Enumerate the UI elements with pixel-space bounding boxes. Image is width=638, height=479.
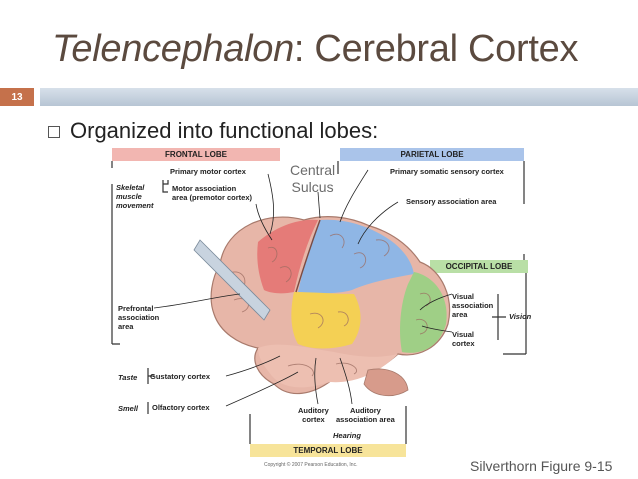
prefrontal-label: Prefrontal association area [118, 304, 159, 331]
visual-assoc-label: Visual association area [452, 292, 493, 319]
parietal-header-bg [340, 148, 524, 161]
auditory-cortex-label: Auditory cortex [298, 406, 329, 424]
central-sulcus-label: Central Sulcus [290, 162, 335, 196]
slide-title-italic: Telencephalon [52, 28, 294, 70]
visual-assoc-line-1: Visual [452, 292, 474, 301]
skeletal-bracket [162, 180, 169, 193]
central-sulcus-line-1: Central [290, 162, 336, 178]
bullet-text: Organized into functional lobes: [70, 118, 379, 143]
parietal-lobe-header: PARIETAL LOBE [400, 150, 464, 159]
auditory-assoc-label: Auditory association area [336, 406, 395, 424]
prefrontal-line-1: Prefrontal [118, 304, 154, 313]
brain-illustration [193, 216, 451, 397]
primary-motor-label: Primary motor cortex [170, 167, 246, 176]
hearing-label: Hearing [333, 431, 361, 440]
occipital-lobe-header: OCCIPITAL LOBE [445, 262, 513, 271]
visual-cortex-line-2: cortex [452, 339, 475, 348]
vision-label: Vision [509, 312, 532, 321]
prefrontal-line-2: association [118, 313, 160, 322]
skeletal-line-1: Skeletal [116, 183, 145, 192]
taste-label: Taste [118, 373, 138, 382]
prefrontal-line-3: area [118, 322, 134, 331]
visual-assoc-line-2: association [452, 301, 494, 310]
skeletal-line-3: movement [116, 201, 154, 210]
auditory-assoc-line-1: Auditory [349, 406, 381, 415]
visual-cortex-line-1: Visual [452, 330, 474, 339]
temporal-header-bg [250, 444, 406, 457]
vision-bracket [492, 294, 506, 340]
copyright-text: Copyright © 2007 Pearson Education, Inc. [264, 462, 358, 468]
visual-assoc-line-3: area [452, 310, 468, 319]
auditory-cortex-line-2: cortex [302, 415, 325, 424]
motor-assoc-line-1: Motor association [172, 184, 237, 193]
motor-assoc-label: Motor association area (premotor cortex) [172, 184, 252, 202]
figure-credit: Silverthorn Figure 9-15 [470, 458, 613, 474]
sensory-assoc-label: Sensory association area [406, 197, 497, 206]
slide-number: 13 [0, 88, 34, 106]
brain-figure [111, 148, 528, 457]
visual-cortex-label: Visual cortex [452, 330, 475, 348]
auditory-cortex-line-1: Auditory [298, 406, 329, 415]
central-sulcus-line-2: Sulcus [291, 179, 334, 195]
slide-title-rest: : Cerebral Cortex [293, 28, 579, 70]
slide-title: Telencephalon: Cerebral Cortex [52, 28, 578, 71]
auditory-assoc-line-2: association area [336, 415, 395, 424]
olfactory-label: Olfactory cortex [152, 403, 210, 412]
title-rule [40, 88, 638, 106]
skeletal-line-2: muscle [116, 192, 142, 201]
occipital-header-bg [430, 260, 528, 273]
frontal-lobe-header: FRONTAL LOBE [165, 150, 227, 159]
frontal-bracket [111, 161, 120, 345]
occipital-bracket [503, 273, 527, 355]
temporal-lobe-header: TEMPORAL LOBE [293, 446, 363, 455]
frontal-header-bg [112, 148, 280, 161]
skeletal-label: Skeletal muscle movement [116, 183, 154, 210]
taste-bracket [147, 368, 154, 384]
motor-assoc-line-2: area (premotor cortex) [172, 193, 253, 202]
temporal-bracket [249, 406, 407, 444]
bullet-square-icon [48, 126, 60, 138]
smell-label: Smell [118, 404, 139, 413]
primary-somatic-label: Primary somatic sensory cortex [390, 167, 504, 176]
gustatory-label: Gustatory cortex [150, 372, 211, 381]
